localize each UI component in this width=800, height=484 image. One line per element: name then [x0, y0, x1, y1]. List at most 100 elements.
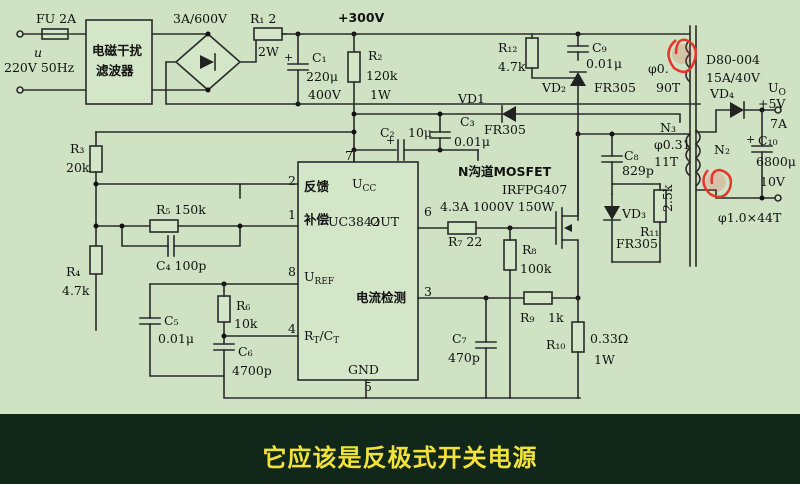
r4-label: R₄: [66, 264, 80, 279]
caption-bar: [0, 414, 800, 484]
c7-label: C₇: [452, 331, 467, 346]
fuse-label: FU 2A: [36, 11, 77, 26]
c4-label: C₄ 100p: [156, 258, 206, 273]
c5-value: 0.01μ: [158, 331, 194, 346]
input-voltage-symbol: u: [34, 45, 42, 60]
c2-label: C₂: [380, 125, 395, 140]
c1-voltage: 400V: [308, 87, 342, 102]
resistor-r3: [89, 145, 103, 173]
ic-pin-gnd: GND: [348, 362, 379, 377]
ic-pin7-number: 7: [345, 148, 353, 163]
capacitor-c6: [213, 343, 235, 351]
capacitor-c3: [429, 113, 451, 151]
c8-value: 829p: [622, 163, 654, 178]
fuse: [41, 28, 69, 40]
vd3-label: VD₃: [621, 206, 646, 221]
emi-filter-label-2: 滤波器: [96, 63, 134, 78]
r10-power: 1W: [594, 352, 615, 367]
vd2-label: VD₂: [541, 80, 566, 95]
transformer: [685, 25, 701, 267]
ic-pin2-number: 2: [288, 173, 296, 188]
capacitor-c5: [139, 317, 161, 325]
r8-value: 100k: [520, 261, 552, 276]
vd1-label: VD1: [457, 91, 485, 106]
r9-label: R₉: [520, 310, 534, 325]
ic-pin-rtct: RT/CT: [304, 328, 339, 346]
resistor-r7: [447, 221, 477, 235]
r11-label: R₁₁: [640, 224, 659, 239]
bridge-rectifier: [174, 31, 242, 93]
resistor-r10: [571, 321, 585, 353]
r1-label: R₁ 2: [250, 11, 276, 26]
r2-label: R₂: [368, 48, 382, 63]
mosfet-rating: 4.3A 1000V 150W: [440, 199, 555, 214]
highlight-mark-primary: [667, 38, 697, 74]
capacitor-c7: [475, 341, 497, 349]
mosfet: [555, 199, 579, 301]
resistor-r12: [525, 33, 579, 79]
r12-label: R₁₂: [498, 40, 517, 55]
diode-vd3: [603, 206, 621, 221]
c9-value: 0.01μ: [586, 56, 622, 71]
output-current: 7A: [770, 116, 788, 131]
mosfet-part: IRFPG407: [502, 182, 567, 197]
r5-label: R₅ 150k: [156, 202, 206, 217]
c10-value: 6800μ: [756, 154, 796, 169]
c6-label: C₆: [238, 344, 253, 359]
r2-power: 1W: [370, 87, 391, 102]
capacitor-c4: [167, 235, 175, 257]
rail-label: +300V: [338, 10, 385, 25]
emi-filter-label-1: 电磁干扰: [92, 43, 143, 58]
diode-vd1: [501, 105, 516, 123]
n2-label: N₂: [714, 142, 730, 157]
r4-value: 4.7k: [62, 283, 90, 298]
c10-label: C₁₀: [758, 133, 778, 148]
r10-value: 0.33Ω: [590, 331, 628, 346]
ic-pin4-number: 4: [288, 321, 296, 336]
vd4-rating: 15A/40V: [706, 70, 761, 85]
capacitor-c8: [601, 155, 623, 163]
resistor-r5: [149, 219, 179, 233]
r2-value: 120k: [366, 68, 398, 83]
ic-pin8-number: 8: [288, 264, 296, 279]
subtitle-caption: 它应该是反极式开关电源: [262, 444, 538, 472]
vd2-part: FR305: [594, 80, 636, 95]
bridge-rating: 3A/600V: [173, 11, 228, 26]
resistor-r6: [217, 295, 231, 323]
highlight-mark-secondary: [702, 168, 733, 199]
diode-vd4: [730, 101, 745, 119]
mosfet-type: N沟道MOSFET: [458, 164, 552, 179]
c10-voltage: 10V: [760, 174, 786, 189]
circuit-diagram: FU 2A u 220V 50Hz 电磁干扰 滤波器 3A/600V R₁ 2 …: [4, 10, 796, 399]
c8-label: C₈: [624, 148, 639, 163]
ic-pin5-number: 5: [364, 379, 372, 394]
r1-power: 2W: [258, 44, 279, 59]
r3-label: R₃: [70, 141, 84, 156]
n3-label: N₃: [660, 120, 676, 135]
input-voltage-label: 220V 50Hz: [4, 60, 75, 75]
c1-value: 220μ: [306, 69, 338, 84]
r10-label: R₁₀: [546, 337, 565, 352]
r12-value: 4.7k: [498, 59, 526, 74]
r3-value: 20k: [66, 160, 90, 175]
vd4-label: VD₄: [709, 86, 734, 101]
n3-wire: φ0.31: [654, 137, 691, 152]
ic-pin-feedback: 反馈: [304, 179, 330, 194]
capacitor-c1: +: [284, 33, 309, 105]
n3-turns: 11T: [654, 154, 679, 169]
svg-text:+: +: [284, 51, 293, 64]
ic-pin-isense: 电流检测: [356, 290, 406, 305]
r9-value: 1k: [548, 310, 564, 325]
c3-label: C₃: [460, 114, 475, 129]
vd1-part: FR305: [484, 122, 526, 137]
vd4-part: D80-004: [706, 52, 760, 67]
n1-turns: 90T: [656, 80, 681, 95]
ic-name: UC3842: [328, 214, 380, 229]
ic-pin-comp: 补偿: [303, 212, 330, 227]
ic-uc3842: [297, 161, 419, 381]
r11-value: 2.5k: [660, 184, 675, 212]
ic-pin1-number: 1: [288, 207, 296, 222]
n2-wire: φ1.0×44T: [718, 210, 782, 225]
ic-pin-out: OUT: [370, 214, 400, 229]
c1-label: C₁: [312, 50, 327, 65]
